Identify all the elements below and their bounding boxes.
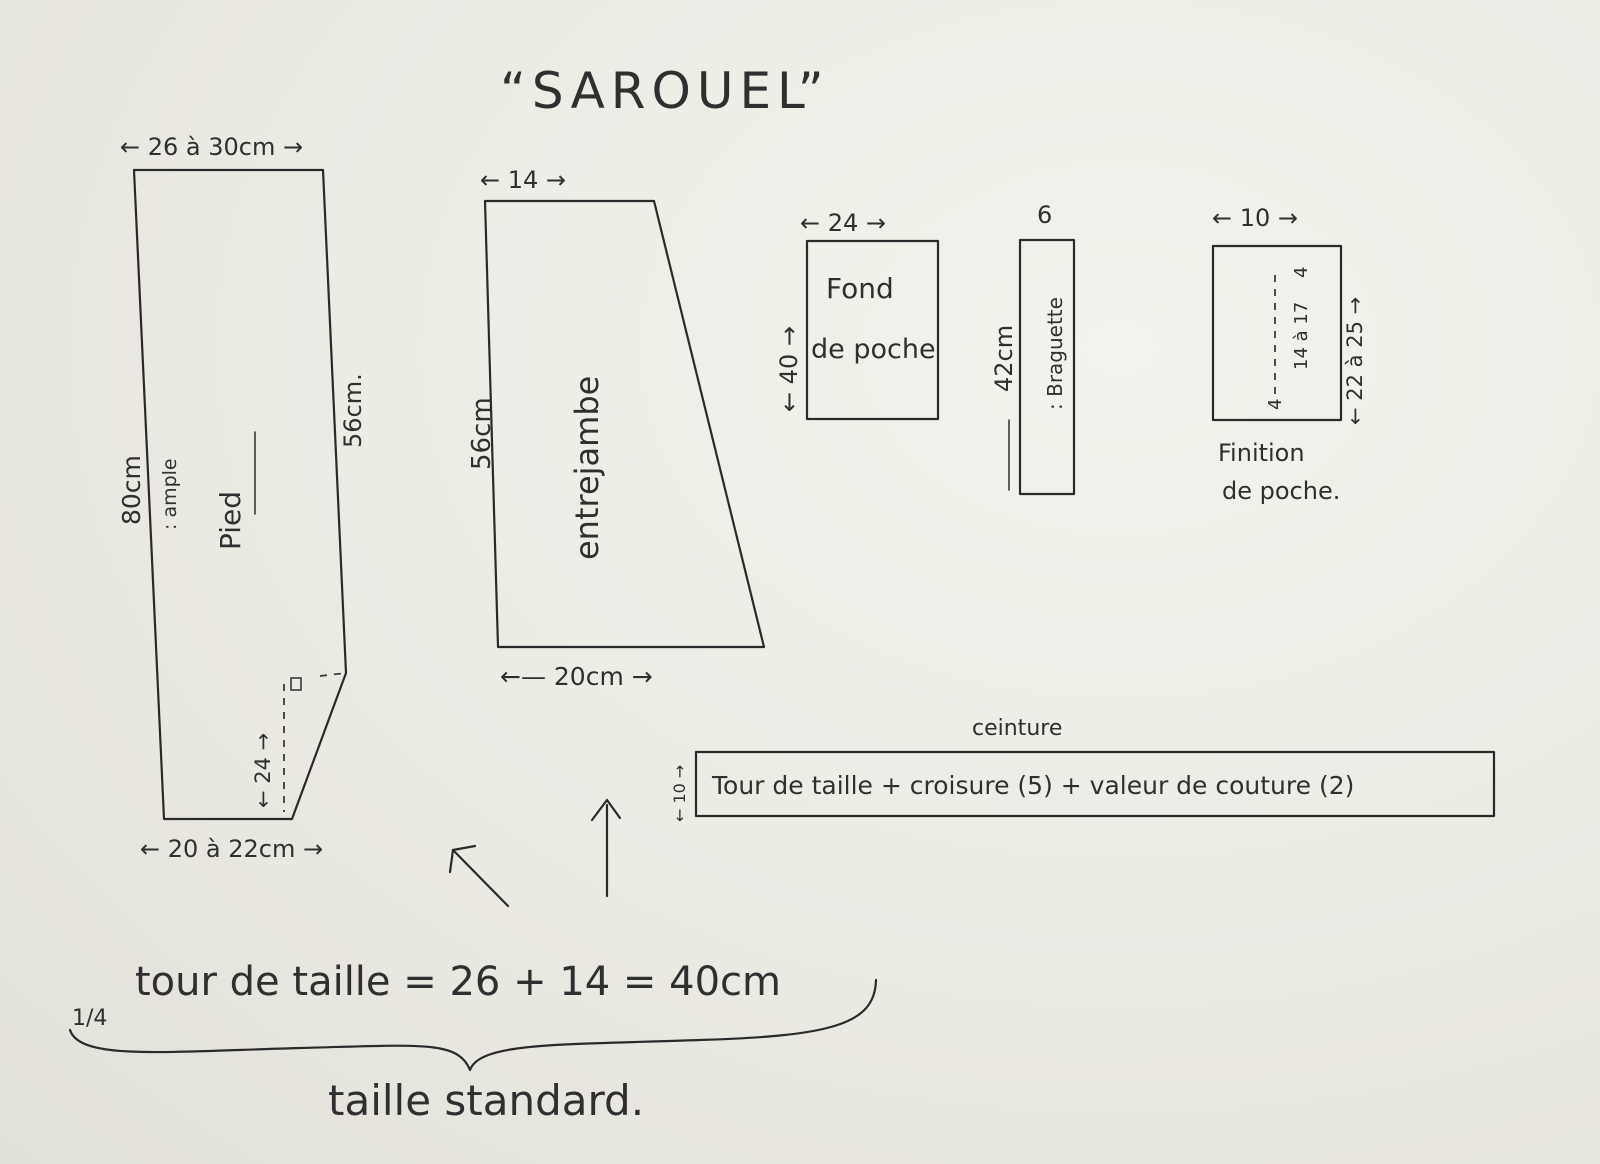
pied-notch-dashed-line bbox=[319, 672, 347, 677]
pied-bottom-width: ← 20 à 22cm → bbox=[140, 835, 323, 863]
finition-de-poche-height: ← 22 à 25 → bbox=[1343, 297, 1367, 425]
pied-ample-note: : ample bbox=[159, 458, 181, 530]
finition-de-poche-name-line2: de poche. bbox=[1222, 477, 1340, 505]
finition-de-poche-name-line1: Finition bbox=[1218, 439, 1305, 467]
fond-de-poche-outline bbox=[805, 239, 940, 421]
sketch-title: “SAROUEL” bbox=[500, 62, 830, 120]
curly-brace-icon bbox=[68, 978, 878, 1072]
entrejambe-bottom-width: ←— 20cm → bbox=[500, 662, 653, 691]
ceinture-height: ← 10 → bbox=[670, 765, 689, 822]
fond-de-poche-top-width: ← 24 → bbox=[800, 209, 886, 237]
fond-de-poche-name-line2: de poche bbox=[811, 334, 936, 365]
ceinture-formula: Tour de taille + croisure (5) + valeur d… bbox=[711, 771, 1354, 800]
pied-notch-mark bbox=[290, 677, 302, 691]
pied-outline bbox=[132, 168, 348, 821]
entrejambe-outline bbox=[483, 199, 766, 649]
finition-de-poche-mark-bottom: 4 bbox=[1265, 399, 1286, 410]
finition-de-poche-outline bbox=[1211, 244, 1343, 422]
pied-name: Pied bbox=[214, 491, 247, 550]
entrejambe-height: 56cm bbox=[467, 397, 497, 470]
quarter-fraction: 1/4 bbox=[72, 1006, 107, 1031]
entrejambe-name: entrejambe bbox=[568, 376, 606, 560]
arrow-to-pied-icon bbox=[448, 844, 510, 908]
fond-de-poche-name-line1: Fond bbox=[826, 272, 894, 305]
finition-de-poche-mark-middle: 14 à 17 bbox=[1291, 302, 1312, 370]
taille-standard: taille standard. bbox=[328, 1076, 644, 1125]
pied-top-width: ← 26 à 30cm → bbox=[120, 133, 303, 161]
pied-left-height: 80cm bbox=[117, 455, 146, 525]
pied-side-height: 56cm. bbox=[339, 373, 367, 448]
braguette-top-width: 6 bbox=[1037, 201, 1052, 229]
arrow-to-entrejambe-icon bbox=[590, 798, 622, 898]
waist-formula: tour de taille = 26 + 14 = 40cm bbox=[135, 959, 781, 1005]
ceinture-label: ceinture bbox=[972, 716, 1062, 741]
entrejambe-top-width: ← 14 → bbox=[480, 166, 566, 194]
pied-inner-height: ← 24 → bbox=[251, 733, 275, 808]
braguette-outline bbox=[1018, 238, 1076, 496]
finition-de-poche-mark-top: 4 bbox=[1291, 267, 1312, 278]
finition-de-poche-top-width: ← 10 → bbox=[1212, 204, 1298, 232]
ceinture-outline bbox=[694, 750, 1496, 818]
braguette-height: 42cm bbox=[990, 325, 1018, 392]
braguette-name: : Braguette bbox=[1043, 297, 1067, 410]
fond-de-poche-height: ← 40 → bbox=[775, 326, 803, 412]
